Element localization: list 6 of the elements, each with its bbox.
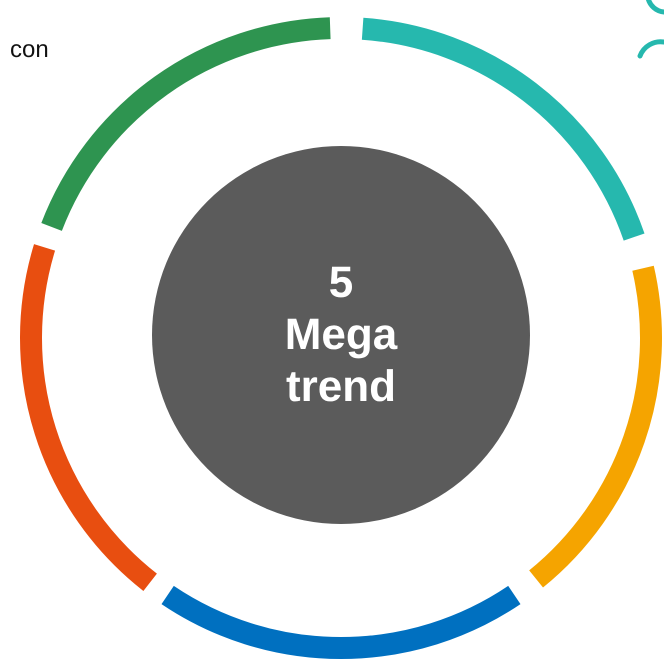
- ring-segment: [528, 266, 662, 588]
- text-label: con: [10, 36, 49, 64]
- ring-segment: [20, 244, 158, 591]
- ring-segment: [162, 586, 520, 659]
- ring-segment: [361, 18, 644, 242]
- center-circle: 5 Mega trend: [152, 146, 530, 524]
